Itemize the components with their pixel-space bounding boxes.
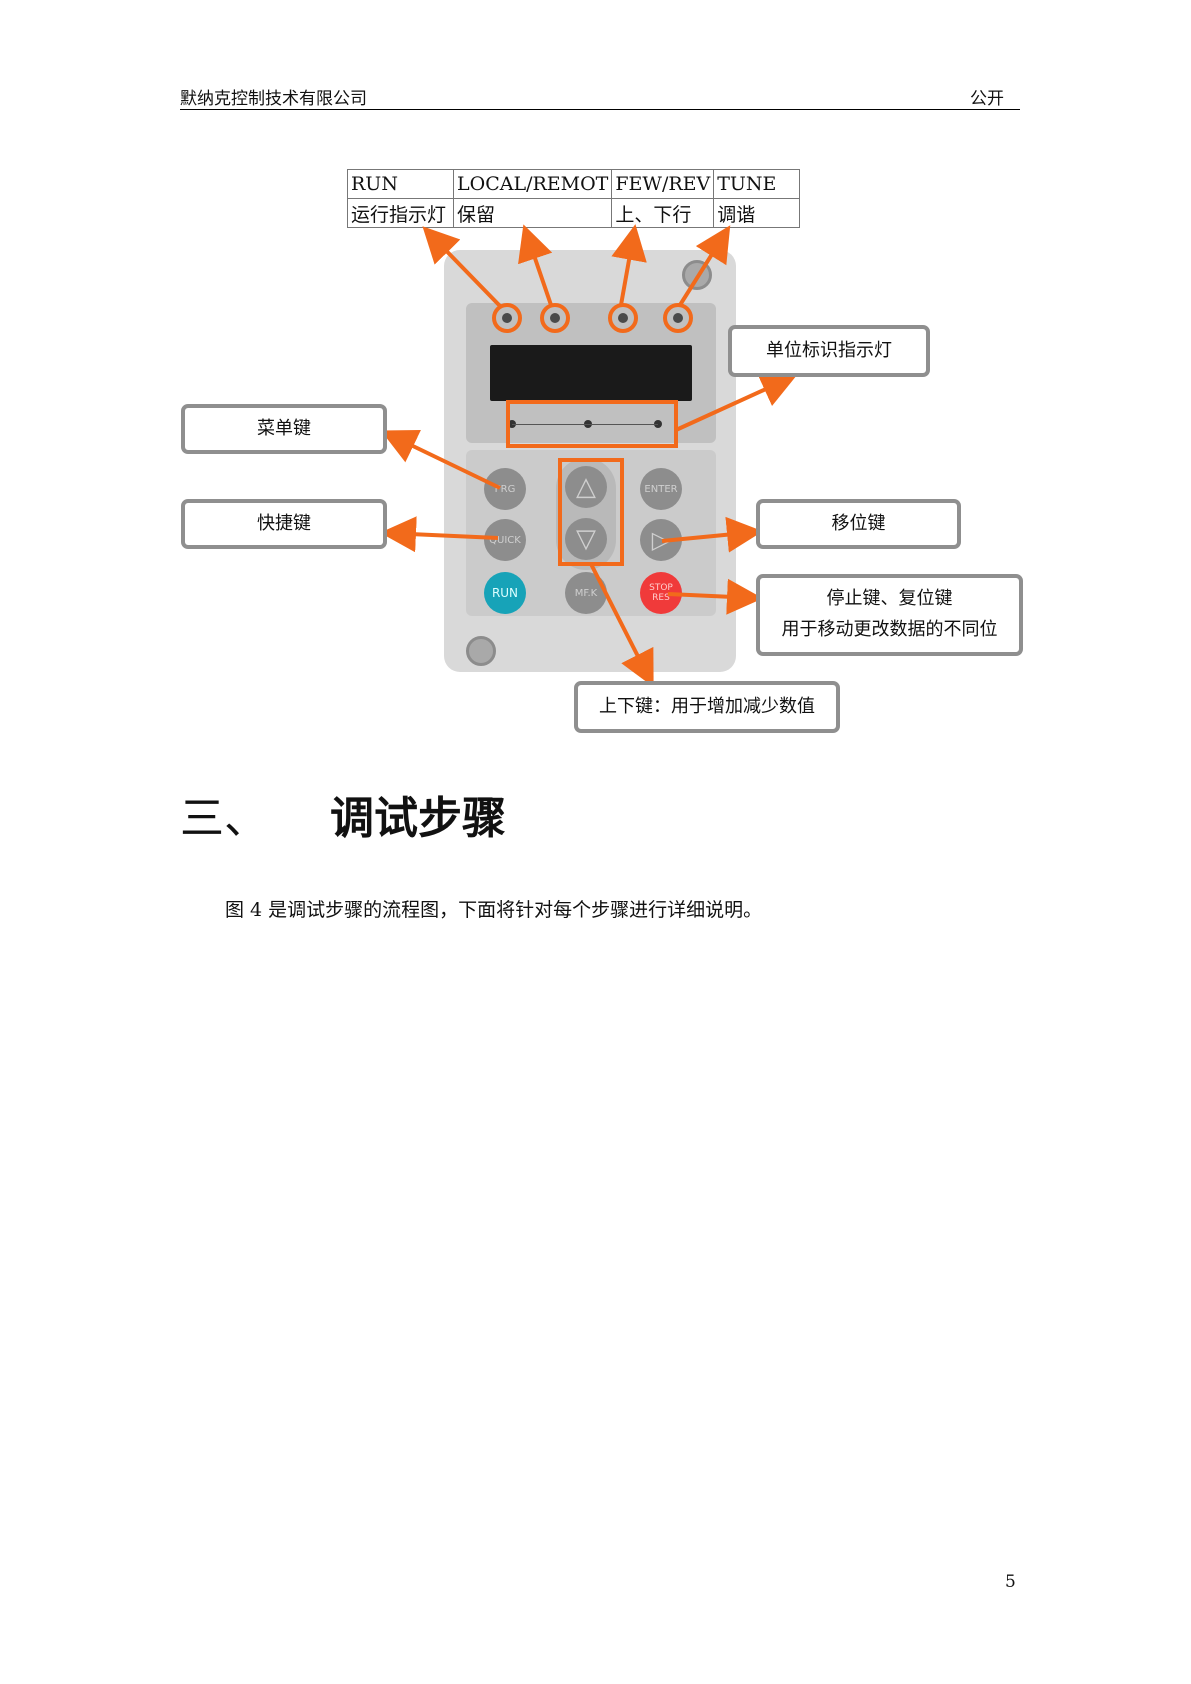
- tune-led-highlight: [663, 303, 693, 333]
- callout-quick-key-text: 快捷键: [257, 512, 311, 534]
- local-arrow: [518, 224, 553, 306]
- updown-arrow: [589, 563, 654, 688]
- callout-menu-key: 菜单键: [181, 404, 387, 454]
- local-led-highlight: [540, 303, 570, 333]
- unit-arrow: [675, 373, 798, 432]
- run-button[interactable]: RUN: [484, 572, 526, 614]
- header-rule: [180, 109, 1020, 110]
- down-button[interactable]: ▽: [565, 518, 607, 560]
- indicator-code-row: RUN LOCAL/REMOT FEW/REV TUNE: [347, 169, 801, 199]
- run-arrow: [422, 226, 502, 308]
- up-button[interactable]: △: [565, 466, 607, 508]
- fwd-led-icon: [618, 313, 628, 323]
- lcd-display: [490, 345, 692, 401]
- header-classification: 公开: [970, 89, 1004, 109]
- unit-led-highlight: [506, 400, 678, 448]
- section-title: 调试步骤: [330, 793, 506, 844]
- callout-menu-key-text: 菜单键: [257, 417, 311, 439]
- run-led-highlight: [492, 303, 522, 333]
- updown-highlight: [558, 458, 624, 566]
- prg-button[interactable]: PRG: [484, 468, 526, 510]
- header-company: 默纳克控制技术有限公司: [180, 89, 367, 109]
- callout-unit-indicator: 单位标识指示灯: [728, 325, 930, 377]
- run-led-icon: [502, 313, 512, 323]
- callout-shift-key: 移位键: [756, 499, 961, 549]
- indicator-table: RUN LOCAL/REMOT FEW/REV TUNE 运行指示灯 保留 上、…: [347, 169, 801, 228]
- indicator-meaning-fwd: 上、下行: [611, 198, 715, 228]
- indicator-meaning-local: 保留: [452, 198, 613, 228]
- unit-led-icon: [654, 420, 662, 428]
- fwd-arrow: [611, 224, 647, 306]
- callout-updown-key: 上下键：用于增加减少数值: [574, 681, 840, 733]
- play-triangle-icon: ▷: [651, 526, 671, 554]
- section-number: 三、: [180, 793, 268, 844]
- quick-button[interactable]: QUICK: [484, 519, 526, 561]
- indicator-code-tune: TUNE: [713, 169, 801, 199]
- enter-button[interactable]: ENTER: [640, 468, 682, 510]
- up-triangle-icon: △: [576, 472, 596, 502]
- down-triangle-icon: ▽: [576, 524, 596, 554]
- callout-stop-reset-line1: 停止键、复位键: [826, 588, 953, 610]
- shift-arrow: [661, 516, 763, 553]
- callout-quick-key: 快捷键: [181, 499, 387, 549]
- callout-stop-reset: 停止键、复位键 用于移动更改数据的不同位: [756, 574, 1023, 656]
- callout-stop-reset-line2: 用于移动更改数据的不同位: [781, 619, 998, 640]
- tune-arrow: [678, 225, 731, 307]
- stop-arrow: [667, 578, 763, 615]
- body-paragraph: 图 4 是调试步骤的流程图，下面将针对每个步骤进行详细说明。: [225, 899, 763, 921]
- indicator-code-local: LOCAL/REMOT: [452, 169, 613, 199]
- section-heading: 三、 调试步骤: [180, 782, 506, 846]
- local-led-icon: [550, 313, 560, 323]
- screw-icon: [466, 636, 496, 666]
- tune-led-icon: [673, 313, 683, 323]
- callout-unit-indicator-text: 单位标识指示灯: [766, 339, 892, 361]
- annotation-overlay: [380, 224, 798, 688]
- callout-updown-key-text: 上下键：用于增加减少数值: [599, 695, 815, 717]
- fwd-led-highlight: [608, 303, 638, 333]
- page-number: 5: [1005, 1572, 1016, 1592]
- unit-led-line: [512, 424, 658, 425]
- indicator-meaning-row: 运行指示灯 保留 上、下行 调谐: [347, 198, 801, 228]
- menu-arrow: [380, 429, 501, 490]
- indicator-meaning-run: 运行指示灯: [347, 198, 454, 228]
- indicator-meaning-tune: 调谐: [713, 198, 801, 228]
- quick-arrow: [380, 516, 499, 553]
- callout-shift-key-text: 移位键: [831, 512, 886, 534]
